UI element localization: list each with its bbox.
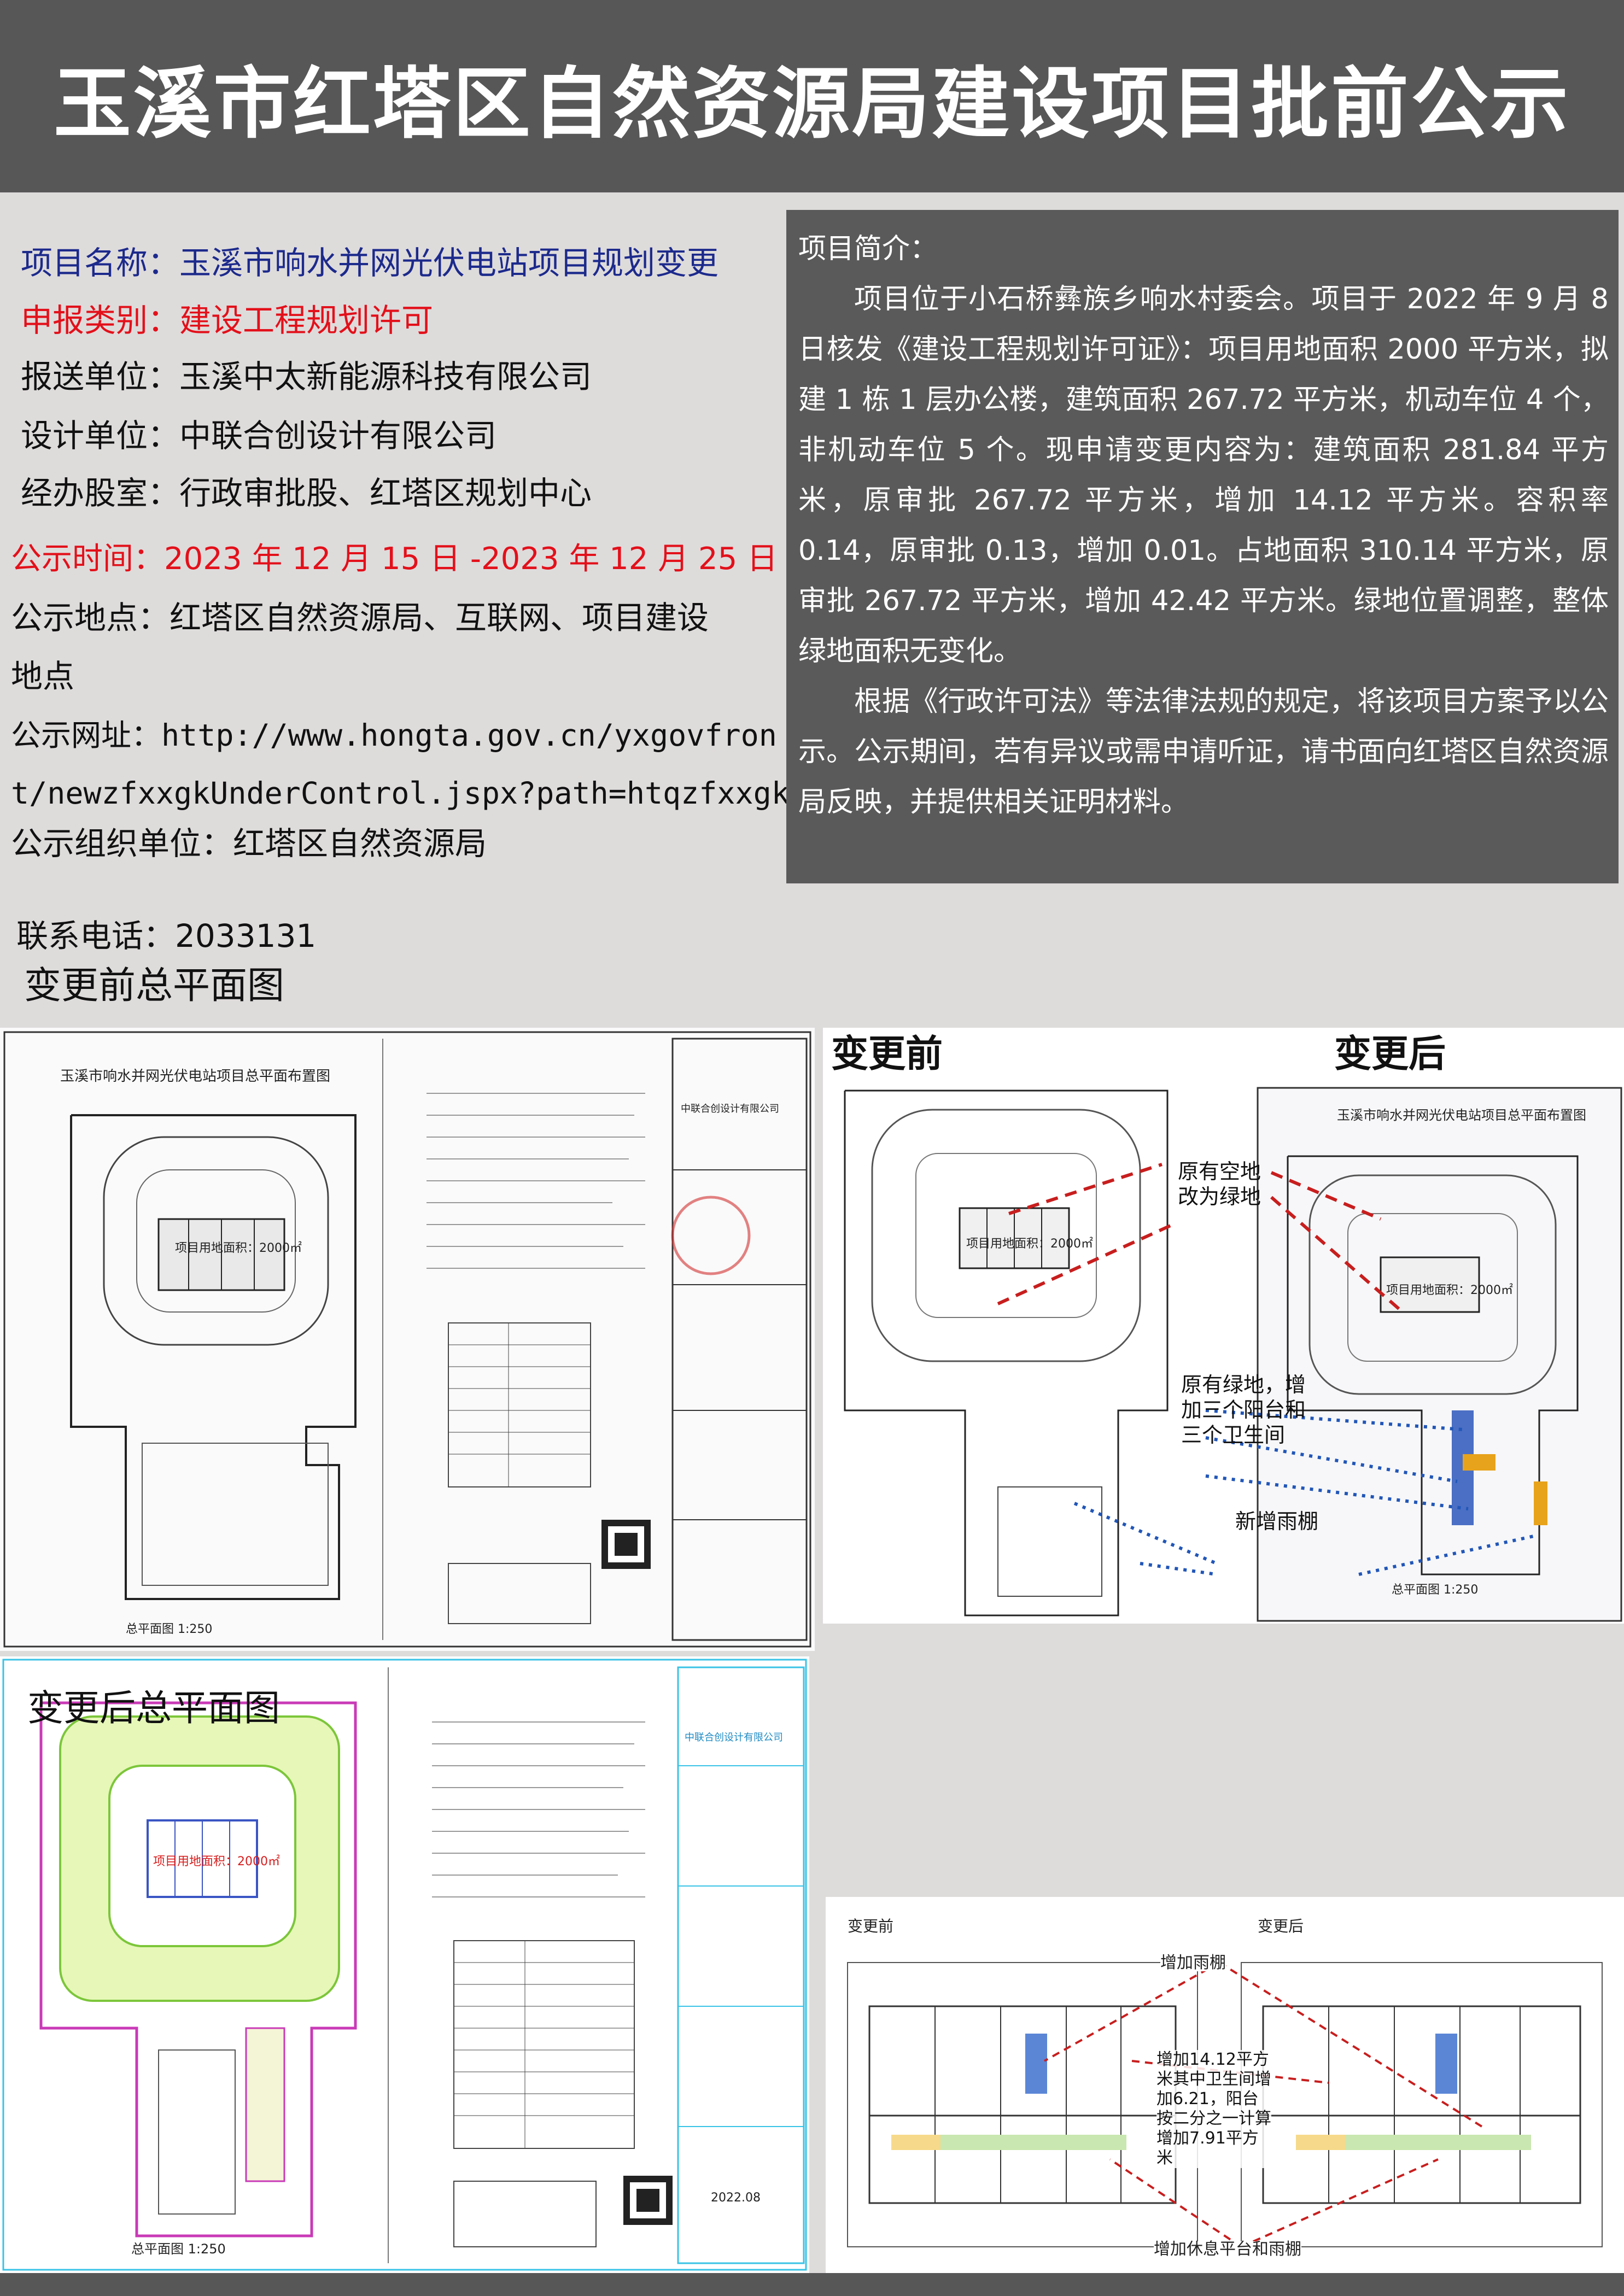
note-green-space: 原有空地改为绿地: [1177, 1159, 1261, 1209]
before-scale: 总平面图 1:250: [126, 1623, 213, 1636]
after-company: 中联合创设计有限公司: [685, 1732, 783, 1743]
comparison-before-site-area: 项目用地面积：2000㎡: [966, 1237, 1093, 1251]
project-name: 项目名称：玉溪市响水并网光伏电站项目规划变更: [21, 244, 719, 282]
floor-plan-panel: 变更前 变更后 增加雨棚 增加14.12平方米其中卫生间增加6.21，阳台按二分…: [826, 1897, 1624, 2273]
project-summary-box: 项目简介： 项目位于小石桥彝族乡响水村委会。项目于 2022 年 9 月 8 日…: [786, 210, 1619, 883]
comparison-before-label: 变更前: [831, 1033, 943, 1076]
header-bar: 玉溪市红塔区自然资源局建设项目批前公示: [0, 0, 1624, 192]
footer-bar: [0, 2273, 1624, 2296]
before-drawing-title: 玉溪市响水并网光伏电站项目总平面布置图: [60, 1068, 331, 1085]
after-site-area: 项目用地面积：2000㎡: [153, 1855, 280, 1869]
comparison-scale: 总平面图 1:250: [1392, 1583, 1479, 1597]
note-new-canopy: 新增雨棚: [1235, 1509, 1318, 1533]
application-category: 申报类别：建设工程规划许可: [21, 302, 434, 339]
organizing-unit: 公示组织单位：红塔区自然资源局: [11, 825, 487, 862]
after-site-plan-sheet: 变更后总平面图 项目用地面积：2000㎡ 中联合创设计有限公司 2022.08 …: [0, 1656, 809, 2273]
comparison-panel: 变更前 变更后 玉溪市响水并网光伏电站项目总平面布置图 项目用地面积：2000㎡…: [823, 1028, 1624, 1624]
floor-after-label: 变更后: [1258, 1917, 1304, 1935]
before-company: 中联合创设计有限公司: [681, 1103, 779, 1115]
contact-phone: 联系电话：2033131: [16, 917, 317, 954]
comparison-drawing-title: 玉溪市响水并网光伏电站项目总平面布置图: [1337, 1108, 1586, 1123]
floor-plan-drawing: [847, 1961, 1603, 2248]
publicity-location-line1: 公示地点：红塔区自然资源局、互联网、项目建设: [11, 599, 709, 636]
after-date: 2022.08: [711, 2191, 761, 2205]
comparison-drawing: [844, 1087, 1622, 1622]
after-scale: 总平面图 1:250: [131, 2241, 226, 2257]
page-title: 玉溪市红塔区自然资源局建设项目批前公示: [54, 59, 1570, 149]
submitting-unit: 报送单位：玉溪中太新能源科技有限公司: [21, 358, 592, 395]
summary-paragraph-2: 根据《行政许可法》等法律法规的规定，将该项目方案予以公示。公示期间，若有异议或需…: [798, 686, 1609, 818]
before-site-plan-drawing: [3, 1031, 811, 1648]
after-site-plan-drawing: [2, 1659, 807, 2271]
comparison-after-site-area: 项目用地面积：2000㎡: [1386, 1284, 1513, 1297]
floor-note-platform: 增加休息平台和雨棚: [1154, 2240, 1301, 2259]
note-balcony-restroom: 原有绿地，增加三个阳台和三个卫生间: [1181, 1373, 1306, 1447]
floor-note-canopy: 增加雨棚: [1160, 1953, 1226, 1972]
after-plan-heading: 变更后总平面图: [27, 1687, 280, 1729]
design-unit: 设计单位：中联合创设计有限公司: [21, 417, 497, 454]
before-site-area: 项目用地面积：2000㎡: [175, 1241, 302, 1255]
handling-office: 经办股室：行政审批股、红塔区规划中心: [21, 475, 592, 512]
summary-paragraph-1: 项目位于小石桥彝族乡响水村委会。项目于 2022 年 9 月 8 日核发《建设工…: [798, 283, 1609, 667]
floor-before-label: 变更前: [848, 1917, 894, 1935]
before-site-plan-sheet: 玉溪市响水并网光伏电站项目总平面布置图 项目用地面积：2000㎡ 中联合创设计有…: [0, 1028, 815, 1651]
before-plan-heading: 变更前总平面图: [24, 964, 285, 1008]
summary-heading: 项目简介：: [798, 233, 938, 265]
publicity-period: 公示时间：2023 年 12 月 15 日 -2023 年 12 月 25 日: [11, 541, 778, 577]
comparison-after-label: 变更后: [1334, 1033, 1446, 1076]
publicity-location-line2: 地点: [11, 658, 75, 695]
publicity-url-line2[interactable]: t/newzfxxgkUnderControl.jspx?path=htqzfx…: [11, 776, 790, 811]
floor-note-area-increase: 增加14.12平方米其中卫生间增加6.21，阳台按二分之一计算增加7.91平方米: [1156, 2050, 1271, 2168]
publicity-url-line1[interactable]: 公示网址：http://www.hongta.gov.cn/yxgovfron: [11, 718, 777, 753]
